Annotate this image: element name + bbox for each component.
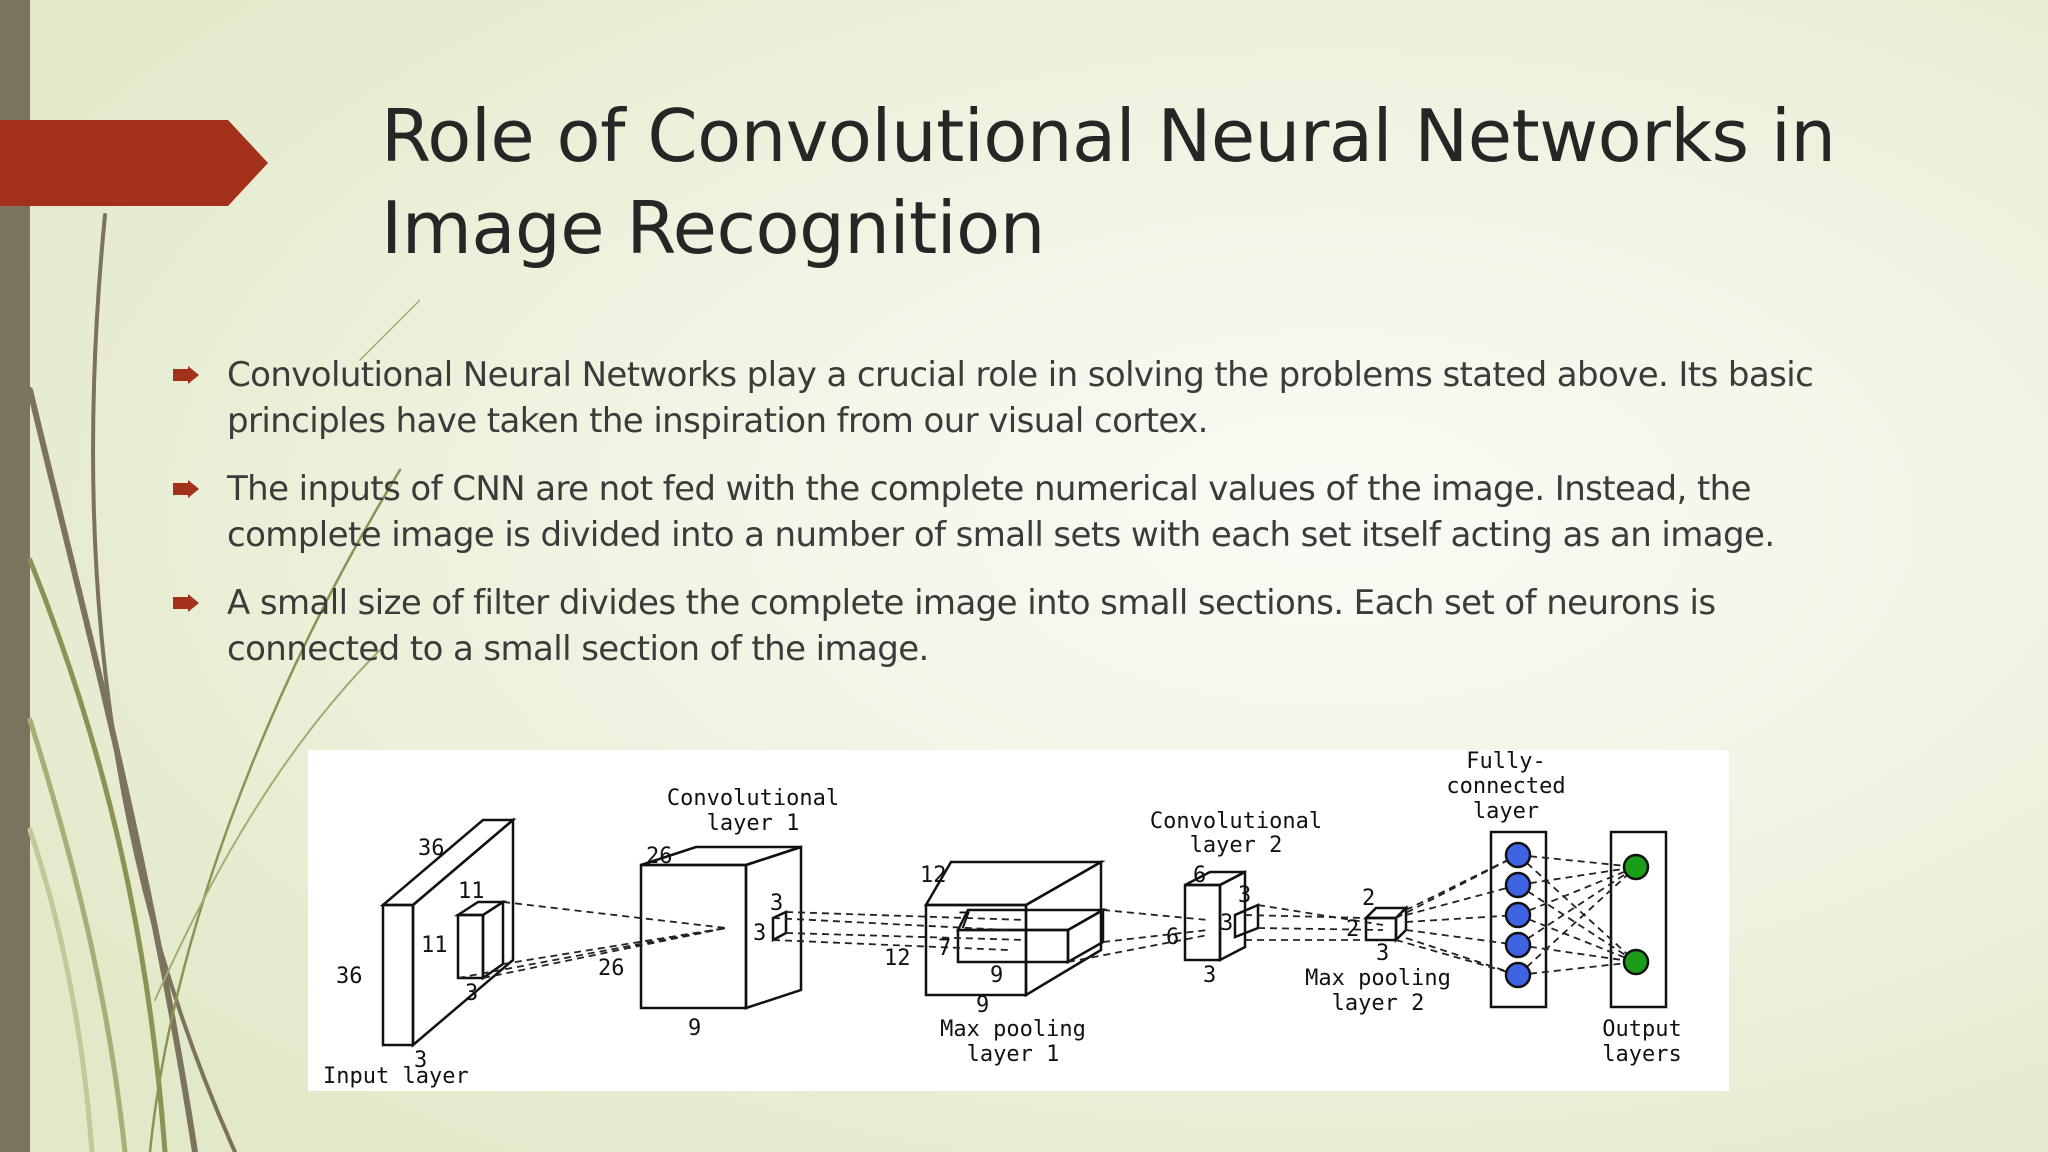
pool1-label-line2: layer 1 [967,1042,1060,1067]
decorative-lines [27,213,420,1152]
bullet-text: A small size of filter divides the compl… [227,583,1716,669]
kernel3-top [955,908,1108,932]
fc-label-line1: Fully- [1466,750,1545,774]
pool1-side [1024,859,1103,998]
title-accent-arrow [0,120,268,206]
output-layer-box [1609,830,1668,1009]
kernel3-front [956,928,1070,964]
bullet-text: The inputs of CNN are not fed with the c… [227,469,1775,555]
dim-kernel1-depth: 3 [465,981,478,1006]
dim-kernel3-depth: 9 [990,963,1003,988]
arrow-bullet-icon [173,480,199,498]
dim-kernel1-width: 11 [458,879,485,904]
pool2-label-line1: Max pooling [1305,966,1451,991]
dim-pool2-height: 2 [1346,917,1359,942]
cnn-diagram-svg: Input layer Convolutional layer 1 Max po… [323,749,1682,1089]
dim-pool1-depth: 9 [976,993,989,1018]
pool1-top [923,860,1106,907]
fc-label-line2: connected [1446,774,1565,799]
kernel1-front [456,913,485,980]
kernel2 [771,910,788,943]
dim-pool2-depth: 3 [1376,941,1389,966]
conv2-label-line1: Convolutional [1150,809,1322,834]
conv1-label-line1: Convolutional [667,786,839,811]
kernel3-side [1066,907,1105,965]
input-block-top [379,818,517,907]
dim-kernel3-height: 7 [938,936,951,961]
bullet-item: A small size of filter divides the compl… [170,580,1890,672]
dim-conv2-depth: 3 [1203,963,1216,988]
conv1-front [639,863,748,1010]
conv1-side [744,845,803,1010]
input-block-front [381,903,415,1047]
conv2-front [1183,883,1222,962]
slide-title: Role of Convolutional Neural Networks in… [381,94,1836,270]
bullet-text: Convolutional Neural Networks play a cru… [227,355,1814,441]
bullet-list: Convolutional Neural Networks play a cru… [170,352,1890,694]
conv1-label-line2: layer 1 [707,811,800,836]
dim-kernel1-height: 11 [421,933,448,958]
kernel1-side [481,899,505,981]
dim-pool2-width: 2 [1362,886,1375,911]
conv2-side [1218,869,1247,963]
fc-neuron [1504,961,1532,989]
input-block-side [411,817,515,1048]
bullet-item: Convolutional Neural Networks play a cru… [170,352,1890,444]
dim-kernel4-width: 3 [1238,883,1251,908]
input-layer-label: Input layer [323,1064,469,1089]
conv2-label-line2: layer 2 [1190,833,1283,858]
dim-pool1-width: 12 [920,863,947,888]
dim-conv2-height: 6 [1166,925,1179,950]
dim-kernel2-height: 3 [753,921,766,946]
arrow-bullet-icon [173,594,199,612]
dim-conv1-height: 26 [598,956,625,981]
dim-kernel3-width: 7 [958,909,971,934]
output-neuron [1622,948,1650,976]
pool2-label-line2: layer 2 [1332,991,1425,1016]
cnn-diagram: Input layer Convolutional layer 1 Max po… [308,749,1729,1091]
output-label-line2: layers [1602,1042,1681,1067]
dim-input-depth: 3 [414,1048,427,1073]
output-neuron [1622,853,1650,881]
dim-kernel2-width: 3 [770,891,783,916]
fc-neuron [1504,871,1532,899]
kernel4 [1233,903,1260,939]
pool1-label-line1: Max pooling [940,1017,1086,1042]
dim-conv1-width: 26 [646,844,673,869]
dim-conv1-depth: 9 [688,1016,701,1041]
pool2-side [1394,904,1408,944]
output-label-line1: Output [1602,1017,1681,1042]
dashed-connections [457,854,1637,979]
arrow-bullet-icon [173,366,199,384]
dim-input-height: 36 [336,964,363,989]
bullet-item: The inputs of CNN are not fed with the c… [170,466,1890,558]
fc-layer-box [1489,830,1548,1009]
fc-neuron [1504,931,1532,959]
fc-neuron [1504,841,1532,869]
fc-neuron [1504,901,1532,929]
dim-conv2-width: 6 [1193,863,1206,888]
dim-kernel4-height: 3 [1220,911,1233,936]
dim-input-width: 36 [418,836,445,861]
fc-label-line3: layer [1473,799,1539,824]
dim-pool1-height: 12 [884,946,911,971]
